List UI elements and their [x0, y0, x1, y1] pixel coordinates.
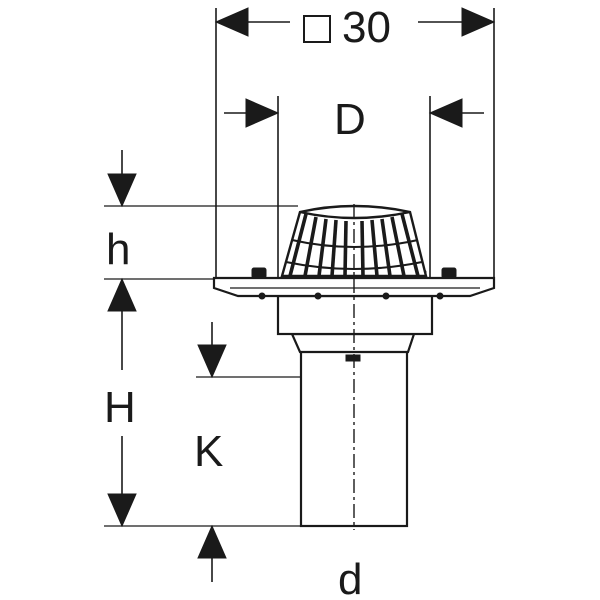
dimension-D: D: [224, 95, 484, 278]
label-H: H: [104, 383, 136, 432]
square-symbol-icon: [303, 15, 331, 43]
label-h: h: [106, 225, 130, 274]
bolt-end: [258, 292, 266, 300]
arrowhead-right: [461, 7, 496, 37]
arrowhead-down: [197, 344, 227, 379]
arrowhead-up: [197, 524, 227, 559]
bolt-head: [251, 267, 267, 279]
arrowhead-down: [107, 493, 137, 528]
label-d: d: [338, 555, 362, 600]
label-width-value: 30: [342, 3, 391, 52]
bolt-end: [436, 292, 444, 300]
dimension-square-30: 30: [214, 3, 496, 278]
bolt-head: [441, 267, 457, 279]
dimension-H: H: [104, 277, 300, 528]
arrowhead-down: [107, 173, 137, 208]
bolt-end: [314, 292, 322, 300]
bolt-end: [382, 292, 390, 300]
arrowhead-left: [428, 98, 463, 128]
pipe-marking: [345, 354, 361, 362]
pipe-collar: [290, 332, 416, 354]
grate-bars: [288, 213, 420, 277]
roof-drain: [212, 204, 496, 530]
arrowhead-left: [214, 7, 249, 37]
arrowhead-up: [107, 277, 137, 312]
dimension-h: h: [104, 150, 298, 280]
arrowhead-right: [245, 98, 280, 128]
label-D: D: [334, 95, 366, 144]
grate-ring: [285, 261, 423, 270]
drain-body: [276, 294, 434, 336]
dimension-K: K: [194, 322, 300, 582]
label-K: K: [194, 427, 223, 476]
